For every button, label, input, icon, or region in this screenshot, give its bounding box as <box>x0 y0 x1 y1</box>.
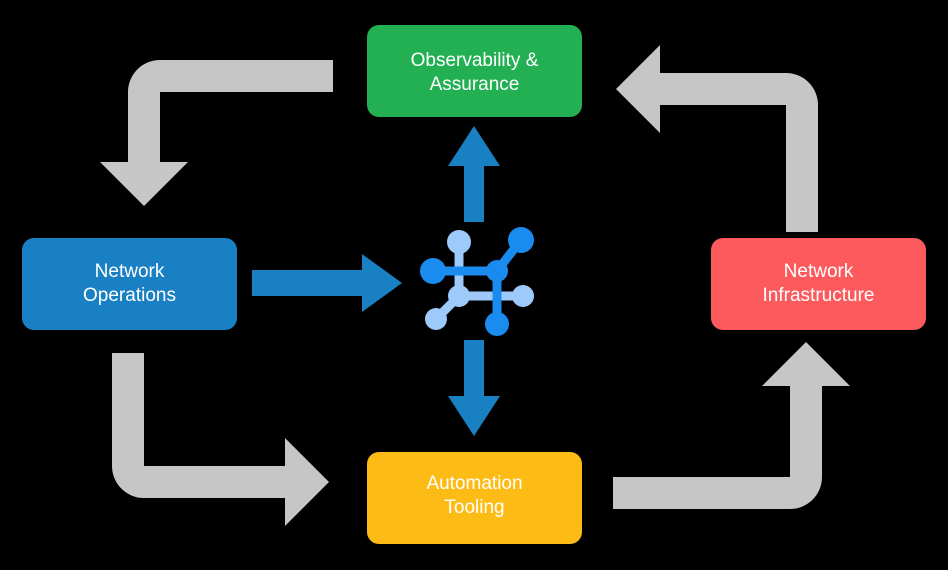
node-network-infrastructure[interactable]: Network Infrastructure <box>711 238 926 330</box>
gray-arrow-observability-to-operations <box>100 60 333 206</box>
node-network-operations-label-line2: Operations <box>83 285 176 306</box>
node-network-infrastructure-label-line1: Network <box>784 261 854 282</box>
node-network-operations-label-line1: Network <box>95 261 165 282</box>
gray-arrow-automation-to-infrastructure <box>613 342 850 509</box>
node-network-operations[interactable]: Network Operations <box>22 238 237 330</box>
blue-arrow-center-to-observability <box>448 126 500 222</box>
node-observability-box[interactable] <box>367 25 582 117</box>
node-observability-label-line2: Assurance <box>430 74 520 95</box>
node-automation-tooling-label-line1: Automation <box>426 473 522 494</box>
network-topology-icon <box>420 227 534 336</box>
gray-arrow-infrastructure-to-observability <box>616 45 818 232</box>
blue-arrow-operations-to-center <box>252 254 402 312</box>
node-automation-tooling[interactable]: Automation Tooling <box>367 452 582 544</box>
gray-arrow-operations-to-automation <box>112 353 329 526</box>
node-automation-tooling-label-line2: Tooling <box>444 497 504 518</box>
blue-arrow-center-to-automation <box>448 340 500 436</box>
node-automation-tooling-box[interactable] <box>367 452 582 544</box>
node-network-operations-box[interactable] <box>22 238 237 330</box>
node-network-infrastructure-label-line2: Infrastructure <box>763 285 875 306</box>
node-observability-assurance[interactable]: Observability & Assurance <box>367 25 582 117</box>
node-observability-label-line1: Observability & <box>411 50 539 71</box>
node-network-infrastructure-box[interactable] <box>711 238 926 330</box>
